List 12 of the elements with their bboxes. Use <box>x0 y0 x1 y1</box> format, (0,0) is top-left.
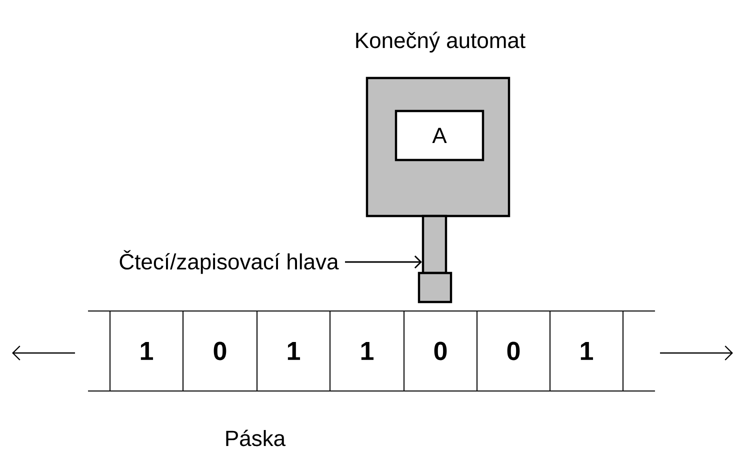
tape-cell: 1 <box>550 310 624 392</box>
tape-cell: 1 <box>110 310 184 392</box>
tape-cell: 1 <box>256 310 330 392</box>
tape-cell: 1 <box>330 310 404 392</box>
state-box: A <box>394 110 484 162</box>
read-write-head <box>418 214 452 304</box>
tape-cell: 0 <box>476 310 550 392</box>
tape-cell: 0 <box>404 310 478 392</box>
node-label: Konečný automat <box>356 32 526 53</box>
head-label: Čtecí/zapisovací hlava <box>120 250 339 274</box>
arrow <box>345 256 422 268</box>
tape-cell: 0 <box>182 310 258 392</box>
